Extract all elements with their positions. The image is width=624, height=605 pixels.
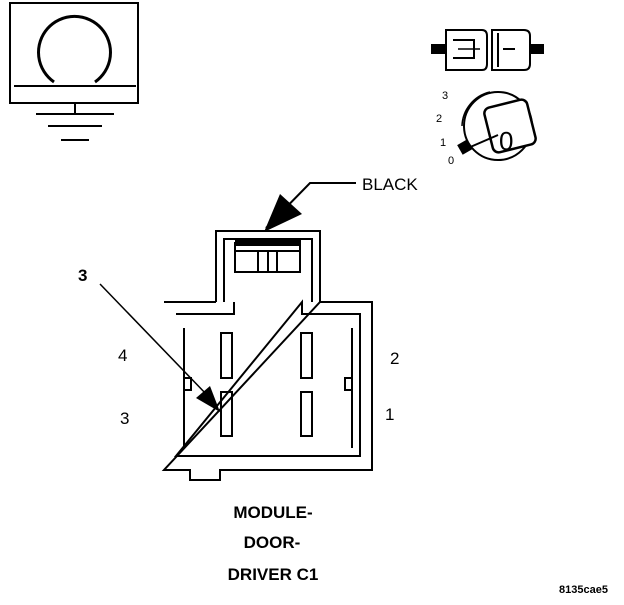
key-face-label: 0 [499, 126, 513, 156]
connector-color-label: BLACK [362, 175, 418, 194]
cavity-label-1: 1 [385, 405, 394, 424]
key-position-1: 1 [440, 137, 446, 149]
key-position-3: 3 [442, 90, 448, 102]
caption-line-3: DRIVER C1 [228, 565, 319, 584]
key-position-2: 2 [436, 113, 442, 125]
cavity-4 [220, 332, 233, 379]
key-position-0: 0 [448, 155, 454, 167]
color-label-leader [264, 182, 356, 232]
cavity-label-2: 2 [390, 349, 399, 368]
caption-line-2: DOOR- [244, 533, 301, 552]
cavity-2 [300, 332, 313, 379]
cavity-1 [300, 391, 313, 437]
cavity-label-3: 3 [120, 409, 129, 428]
cavity-3 [220, 391, 233, 437]
ignition-key-icon [457, 91, 537, 161]
figure-code: 8135cae5 [559, 584, 608, 596]
connector-body [161, 230, 373, 481]
callout-pin-number: 3 [78, 266, 87, 285]
cavity-label-4: 4 [118, 346, 127, 365]
ground-symbol-icon [9, 2, 139, 141]
caption-line-1: MODULE- [233, 503, 312, 522]
connector-plug-icon [431, 29, 544, 71]
callout-arrow [99, 283, 220, 412]
